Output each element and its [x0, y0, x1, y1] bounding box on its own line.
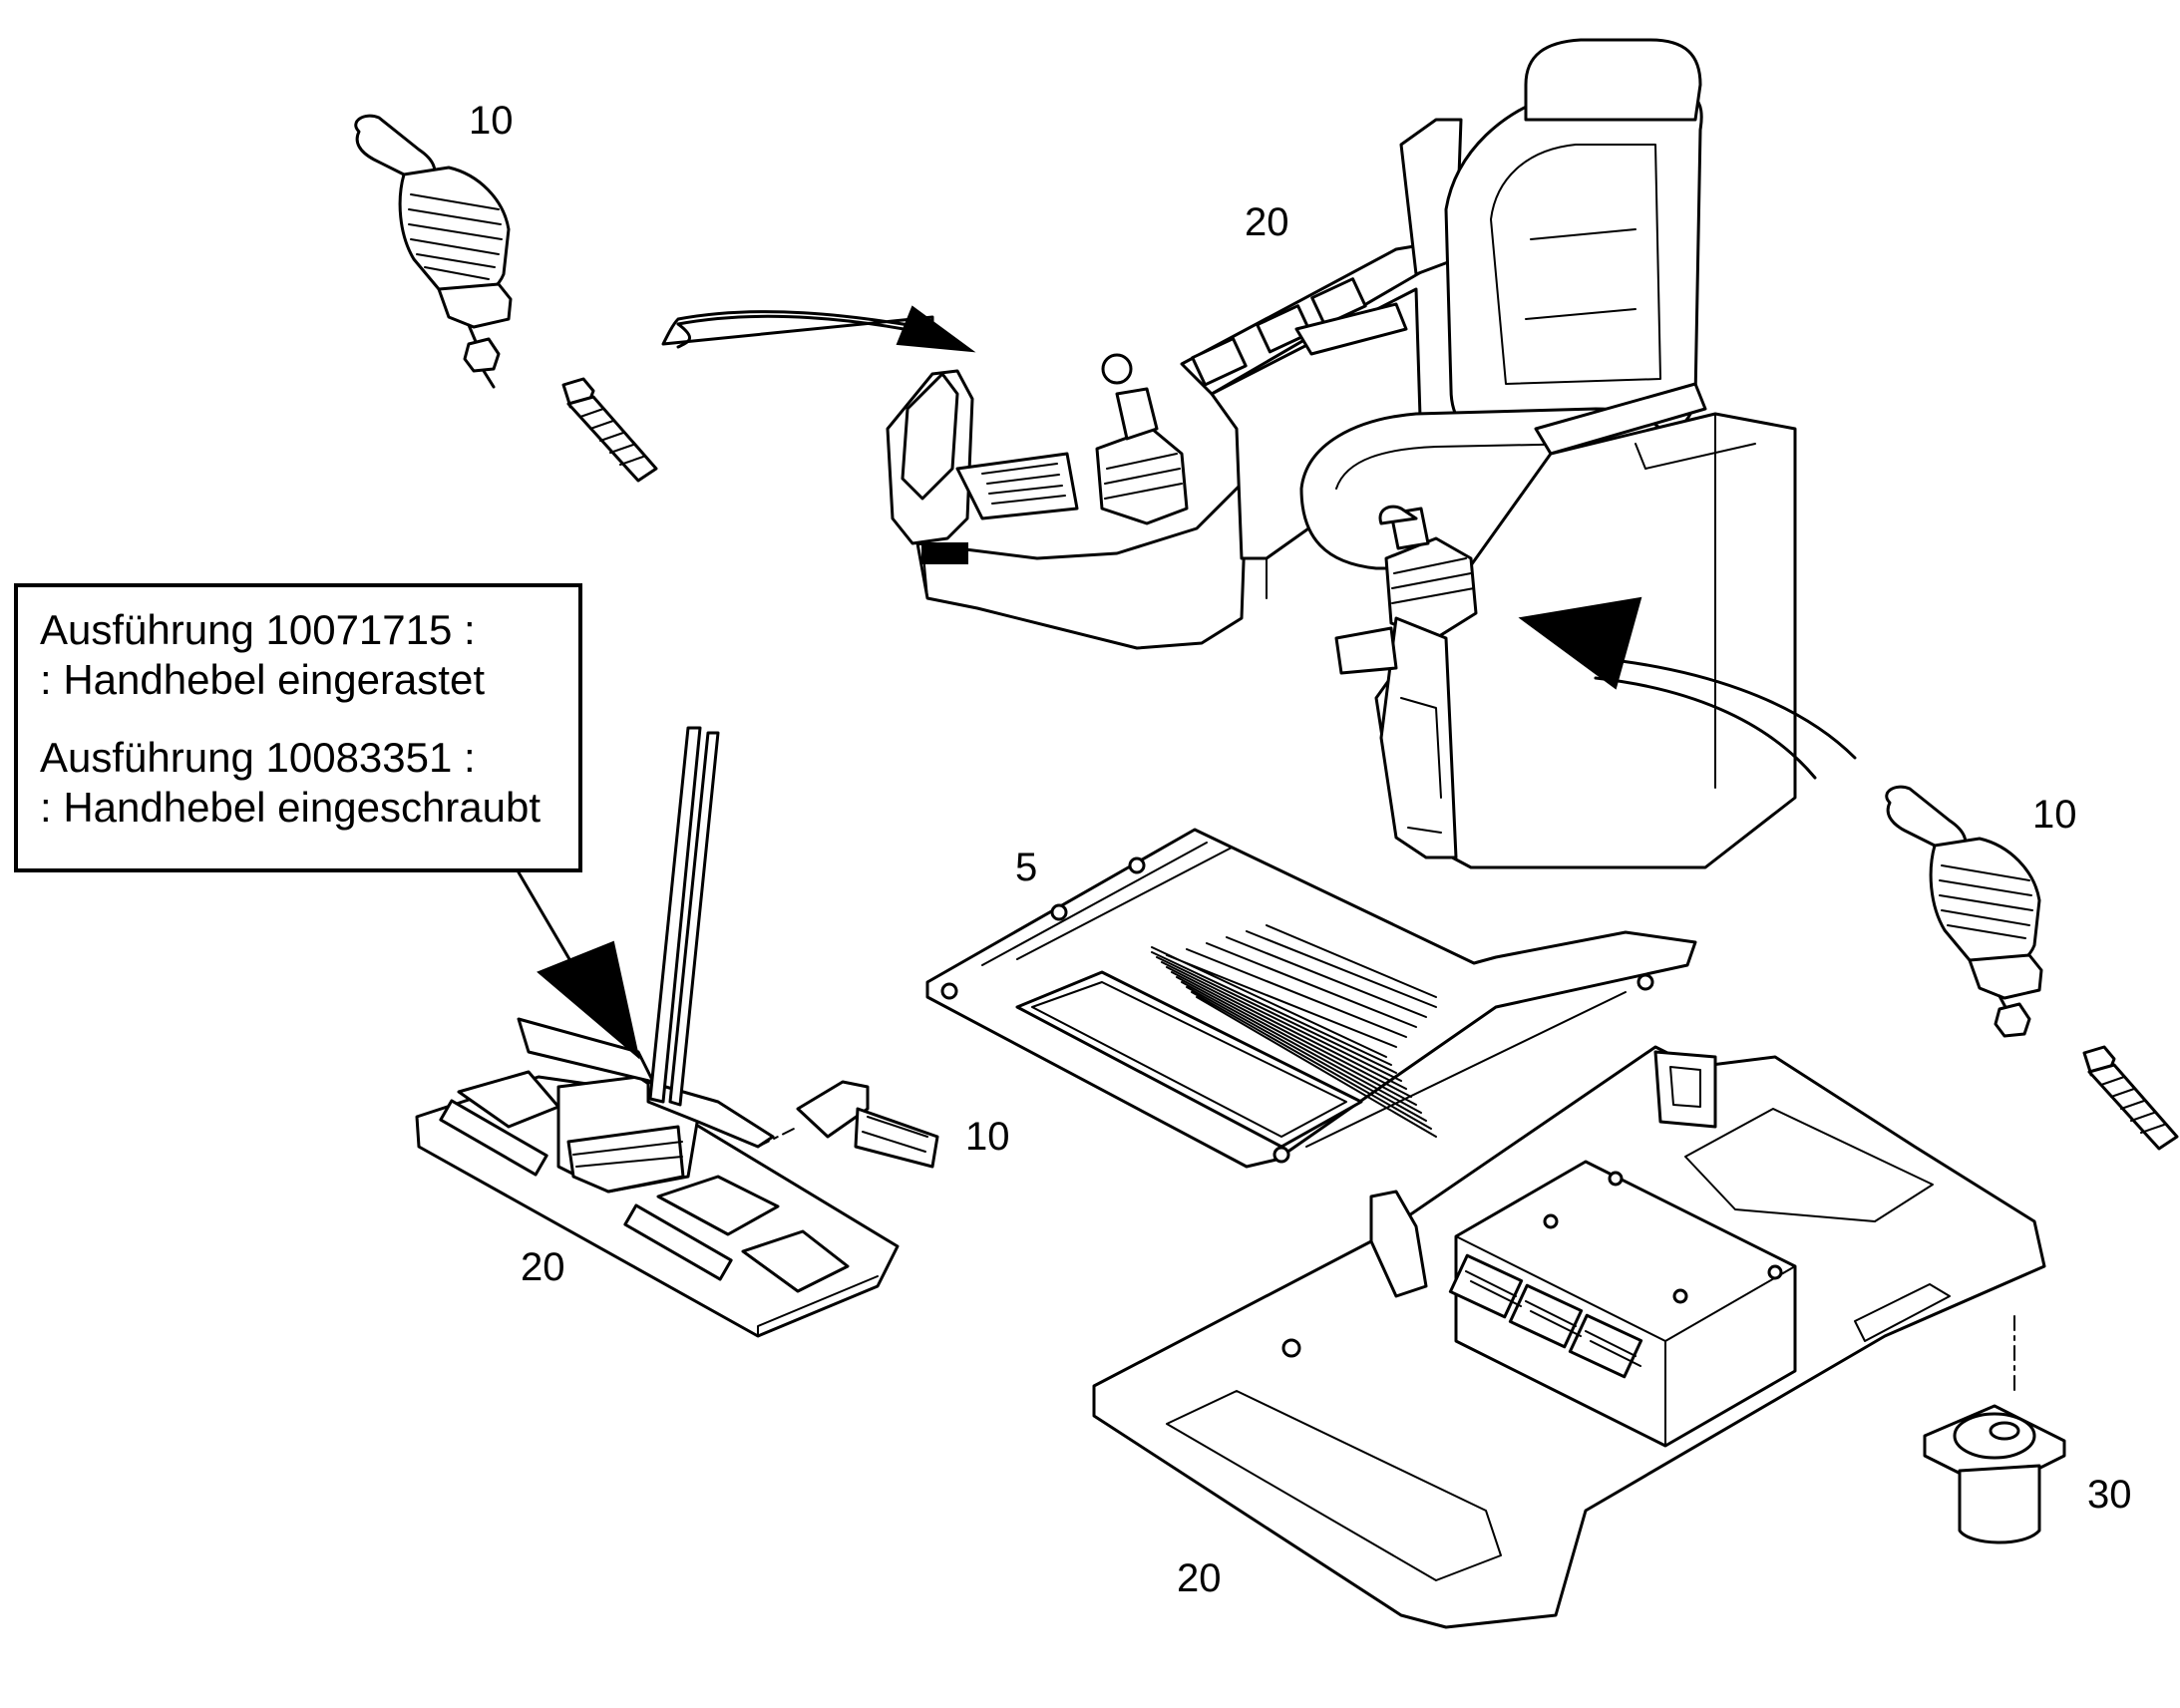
version-note: Ausführung 10071715 : : Handhebel einger… — [14, 583, 582, 872]
joystick-top-left-icon — [354, 114, 658, 483]
callout-10-top: 10 — [469, 99, 514, 143]
callout-20-console: 20 — [521, 1245, 565, 1289]
callout-10-valve: 10 — [965, 1115, 1010, 1159]
base-frame-icon — [1092, 1045, 2046, 1629]
note-version-2: Ausführung 10083351 : : Handhebel einges… — [40, 733, 556, 833]
lever-console-icon — [415, 726, 939, 1338]
callout-10-right: 10 — [2032, 793, 2077, 837]
note-line-3: Ausführung 10083351 : — [40, 734, 476, 781]
damper-icon — [1923, 1404, 2066, 1544]
note-line-1: Ausführung 10071715 : — [40, 606, 476, 653]
joystick-right-icon — [1885, 785, 2179, 1151]
callout-5: 5 — [1015, 846, 1037, 889]
operator-seat-icon — [886, 38, 1797, 869]
note-line-4: : Handhebel eingeschraubt — [40, 784, 542, 831]
callout-20-floor: 20 — [1177, 1556, 1222, 1600]
note-line-2: : Handhebel eingerastet — [40, 656, 485, 703]
note-arrow-icon — [517, 870, 640, 1060]
callout-20-seat: 20 — [1245, 200, 1289, 244]
floor-plate-icon — [925, 828, 1697, 1169]
arrow-right-icon — [1518, 596, 1857, 780]
callout-30: 30 — [2087, 1473, 2132, 1517]
note-version-1: Ausführung 10071715 : : Handhebel einger… — [40, 605, 556, 705]
arrow-top-left-icon — [661, 305, 976, 353]
